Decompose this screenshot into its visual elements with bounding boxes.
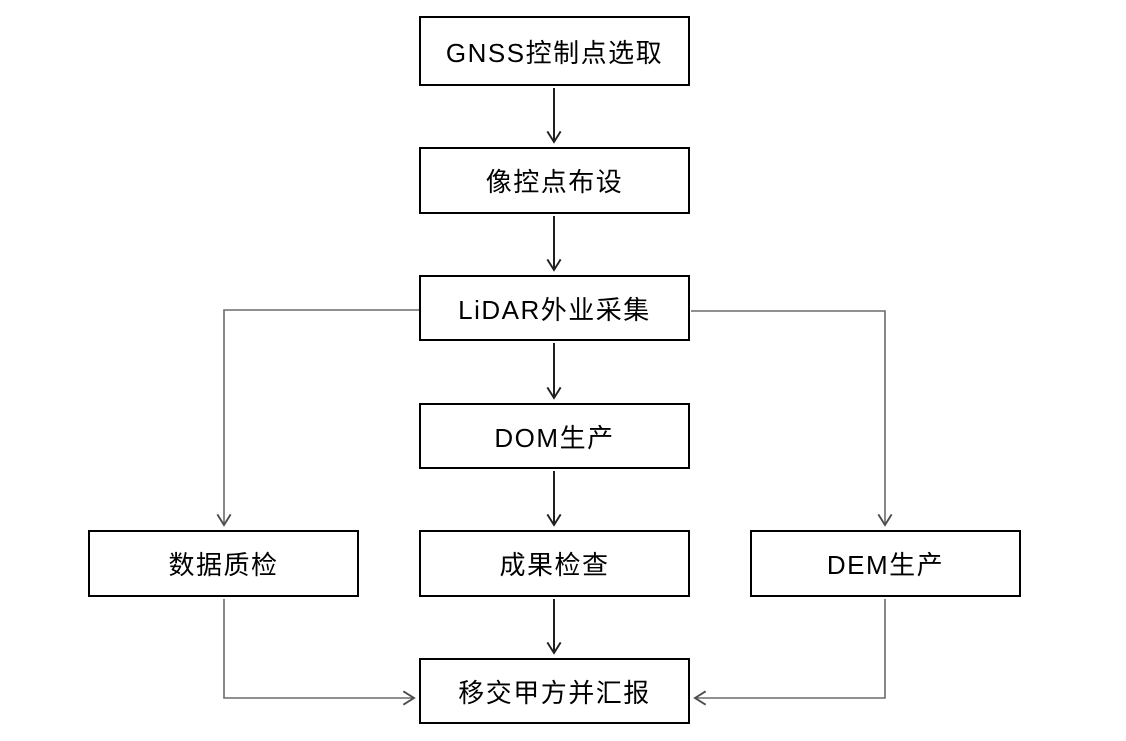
flow-node-result-inspection: 成果检查 — [419, 530, 690, 597]
edge-data-quality-to-handover — [223, 599, 416, 706]
flow-node-gnss-control-point-selection: GNSS控制点选取 — [419, 16, 690, 86]
flow-node-label: 成果检查 — [499, 550, 610, 580]
edge-dem-to-handover — [693, 599, 886, 706]
flow-node-handover-to-client-and-report: 移交甲方并汇报 — [419, 658, 690, 724]
flow-node-image-control-point-layout: 像控点布设 — [419, 147, 690, 214]
flow-node-label: DOM生产 — [494, 422, 615, 453]
flow-node-label: 移交甲方并汇报 — [458, 677, 651, 708]
flow-node-lidar-field-collection: LiDAR外业采集 — [419, 275, 690, 341]
flow-node-label: 数据质检 — [168, 550, 279, 580]
flow-node-dem-production: DEM生产 — [750, 530, 1021, 597]
flow-node-data-quality-check: 数据质检 — [88, 530, 359, 597]
flow-node-label: LiDAR外业采集 — [458, 294, 651, 325]
flow-node-dom-production: DOM生产 — [419, 403, 690, 469]
flow-node-label: DEM生产 — [826, 550, 945, 580]
edge-lidar-to-dem — [691, 310, 893, 527]
flow-node-label: GNSS控制点选取 — [445, 37, 664, 68]
edge-lidar-to-data-quality — [216, 309, 419, 527]
flow-node-label: 像控点布设 — [485, 167, 624, 197]
